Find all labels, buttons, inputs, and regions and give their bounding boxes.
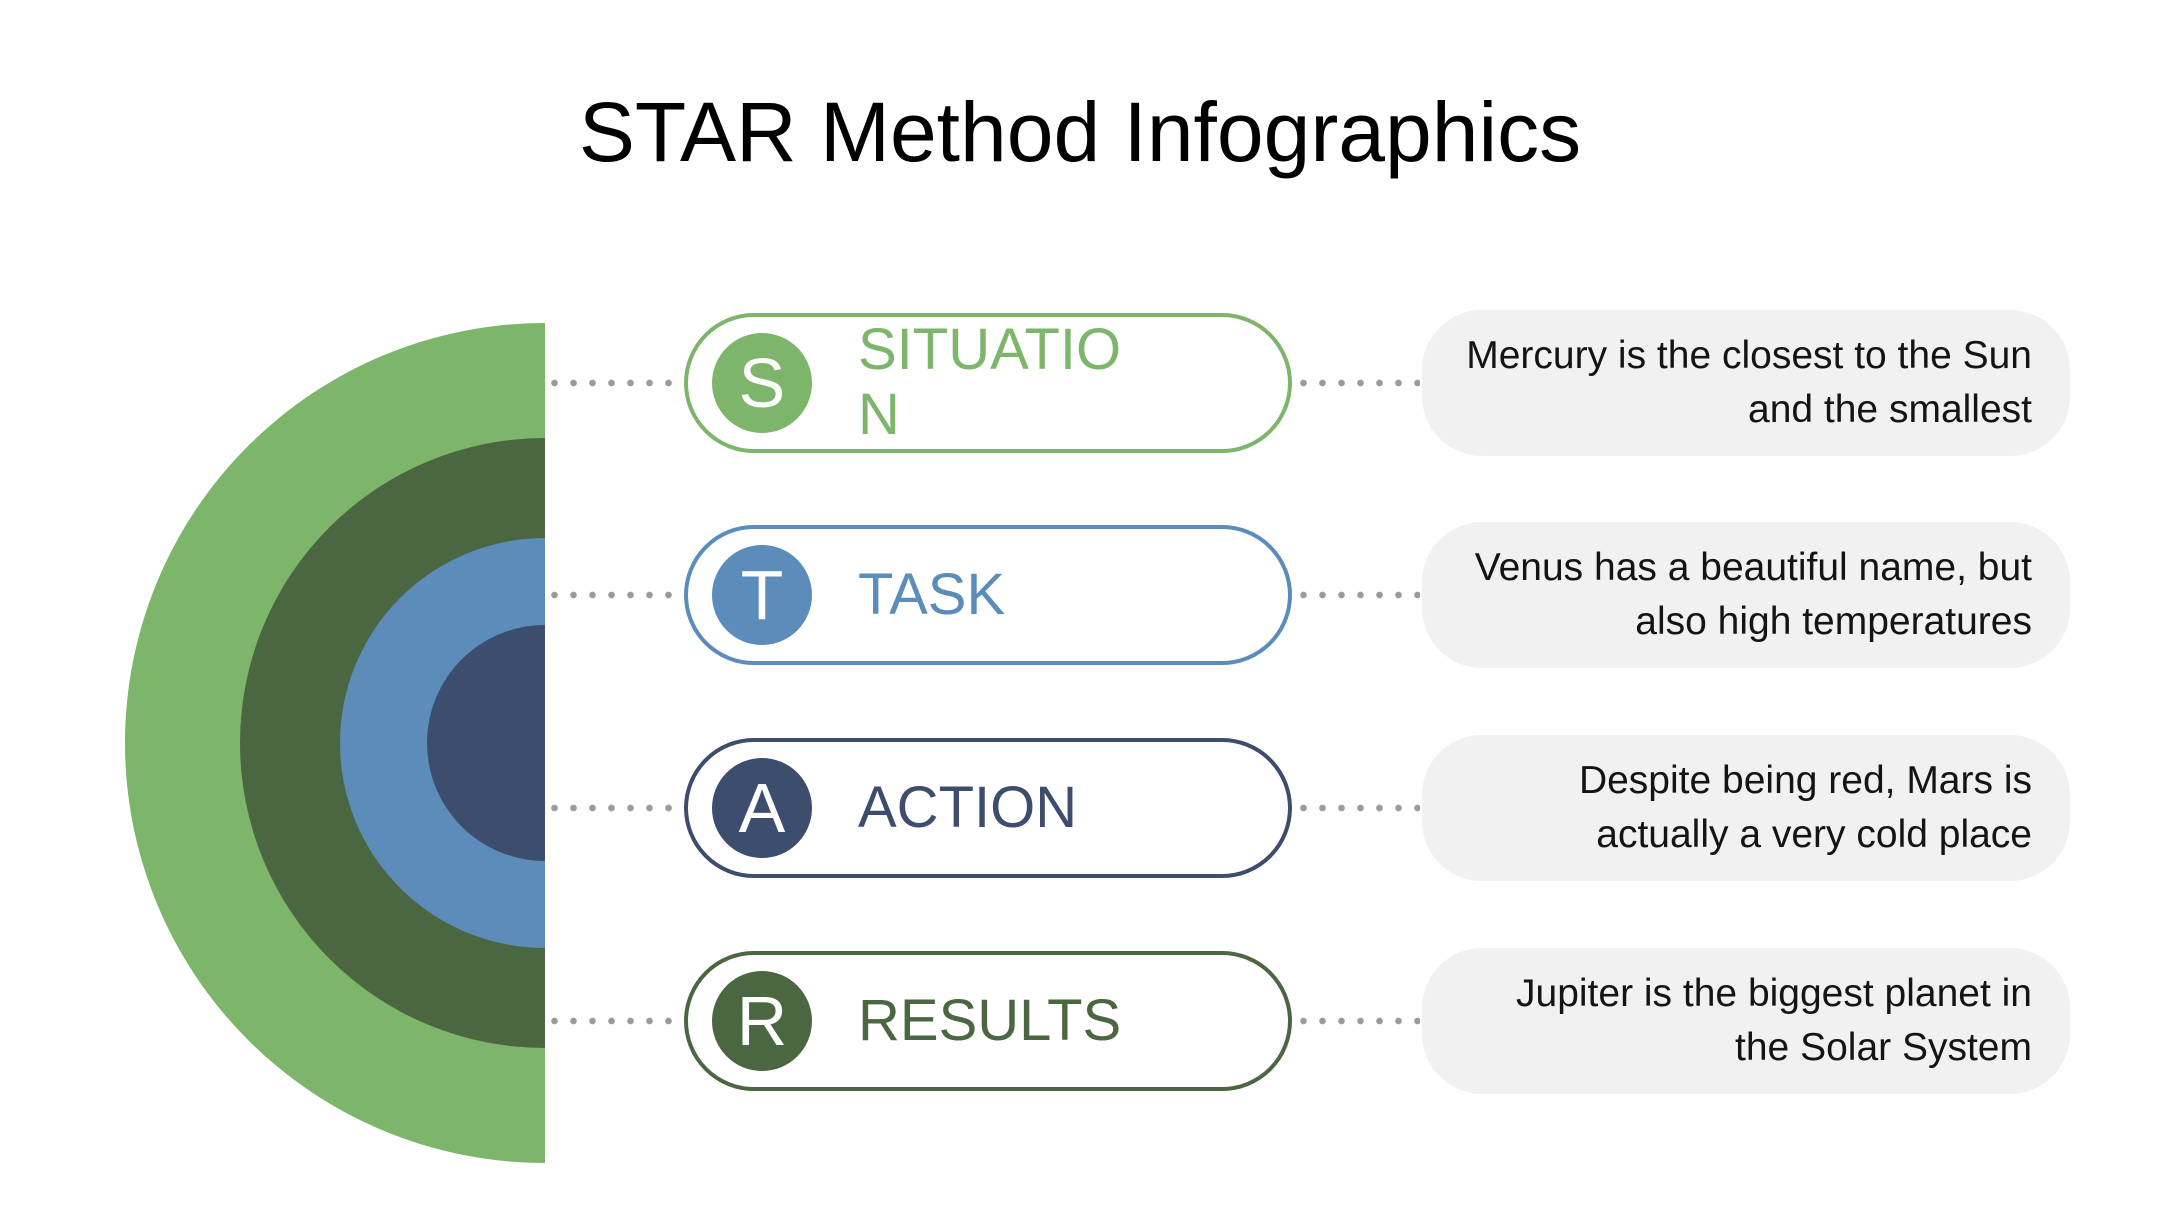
- description-card-results: Jupiter is the biggest planet in the Sol…: [1422, 948, 2070, 1094]
- dotted-connector-right-action: [1294, 804, 1420, 812]
- description-card-situation: Mercury is the closest to the Sun and th…: [1422, 310, 2070, 456]
- badge-letter: S: [738, 344, 786, 422]
- dotted-connector-right-situation: [1294, 379, 1420, 387]
- description-text: Despite being red, Mars is actually a ve…: [1578, 759, 2032, 856]
- description-text: Jupiter is the biggest planet in the Sol…: [1516, 972, 2032, 1069]
- step-pill-results: R RESULTS: [684, 951, 1292, 1091]
- description-card-task: Venus has a beautiful name, but also hig…: [1422, 522, 2070, 668]
- letter-badge-s: S: [712, 333, 812, 433]
- badge-letter: T: [740, 556, 784, 634]
- letter-badge-r: R: [712, 971, 812, 1071]
- description-text: Mercury is the closest to the Sun and th…: [1466, 334, 2032, 431]
- description-card-action: Despite being red, Mars is actually a ve…: [1422, 735, 2070, 881]
- letter-badge-t: T: [712, 545, 812, 645]
- step-pill-task: T TASK: [684, 525, 1292, 665]
- dotted-connector-left-results: [545, 1017, 682, 1025]
- step-label: TASK: [858, 561, 1006, 627]
- step-label: ACTION: [858, 774, 1078, 840]
- description-text: Venus has a beautiful name, but also hig…: [1474, 546, 2032, 643]
- dotted-connector-left-action: [545, 804, 682, 812]
- step-label: RESULTS: [858, 987, 1122, 1053]
- dotted-connector-left-task: [545, 591, 682, 599]
- page-title: STAR Method Infographics: [578, 85, 1582, 179]
- dotted-connector-right-task: [1294, 591, 1420, 599]
- dotted-connector-right-results: [1294, 1017, 1420, 1025]
- step-pill-situation: S SITUATION: [684, 313, 1292, 453]
- badge-letter: A: [738, 769, 786, 847]
- dotted-connector-left-situation: [545, 379, 682, 387]
- step-label: SITUATION: [858, 317, 1122, 447]
- letter-badge-a: A: [712, 758, 812, 858]
- step-pill-action: A ACTION: [684, 738, 1292, 878]
- badge-letter: R: [736, 982, 788, 1060]
